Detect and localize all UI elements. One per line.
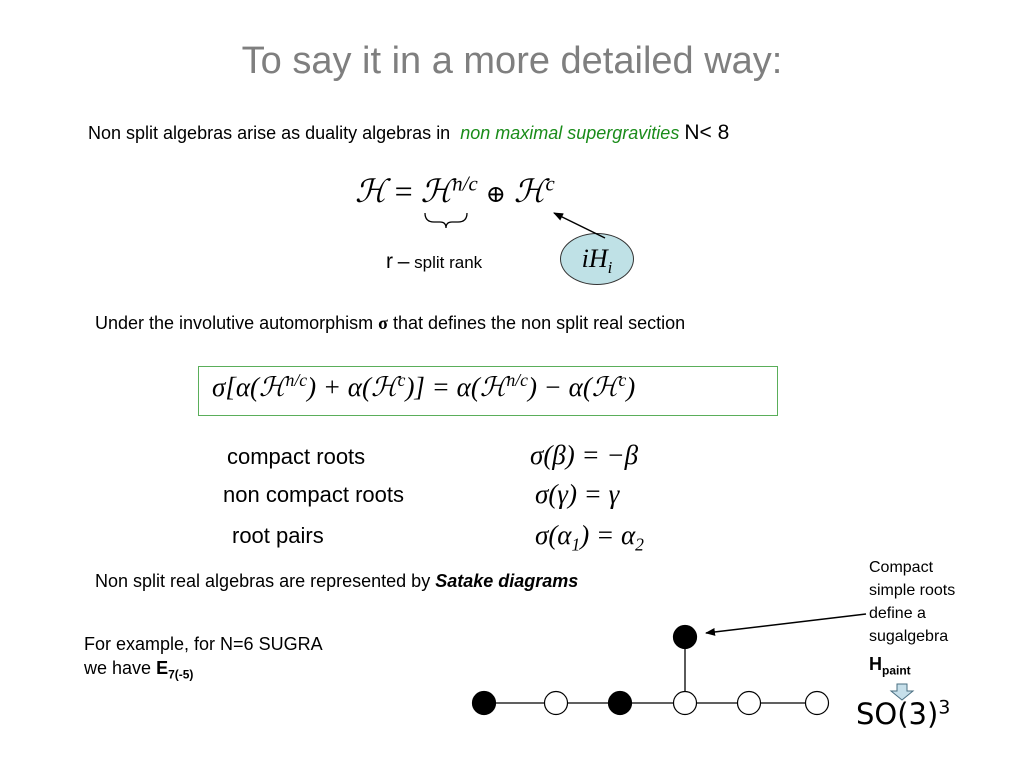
- eq1-equals: =: [394, 173, 413, 209]
- eq1-oplus: ⊕: [485, 182, 506, 208]
- root-label-noncompact: non compact roots: [223, 482, 404, 507]
- dynkin-node: [543, 690, 569, 716]
- hpaint-sub: paint: [882, 663, 911, 678]
- bubble-i: i: [581, 244, 589, 273]
- eq1-lhs: ℋ: [355, 172, 387, 210]
- satake-emphasis: Satake diagrams: [435, 571, 579, 591]
- root-eq-compact: σ(β) = −β: [530, 440, 639, 470]
- decomposition-equation: ℋ = ℋn/c ⊕ ℋc: [355, 172, 555, 210]
- so3-sup: 3: [938, 697, 951, 719]
- dynkin-node: [736, 690, 762, 716]
- underbrace: [424, 212, 468, 229]
- eq1-h-nc: ℋ: [420, 172, 453, 210]
- eq1-h-c: ℋ: [513, 172, 546, 210]
- sigma-equation: σ[α(ℋn/c) + α(ℋc)] = α(ℋn/c) − α(ℋc): [212, 370, 636, 402]
- r-symbol: r: [386, 250, 393, 273]
- example-text: For example, for N=6 SUGRA we have E7(-5…: [84, 632, 323, 687]
- note-line: Compact: [869, 559, 934, 576]
- satake-line: Non split real algebras are represented …: [95, 571, 578, 592]
- sigma-equation-box: [198, 366, 778, 416]
- eq1-sup-nc: n/c: [452, 172, 478, 196]
- note-line: simple roots: [869, 582, 956, 599]
- root-label-compact: compact roots: [227, 444, 366, 469]
- involution-line: Under the involutive automorphism σ that…: [95, 313, 685, 334]
- compact-roots-note: Compact simple roots define a sugalgebra: [869, 556, 999, 648]
- intro-emphasis: non maximal supergravities: [460, 123, 680, 143]
- algebra-sub: 7(-5): [168, 667, 194, 682]
- so3-result: SO(3)3: [856, 697, 950, 731]
- satake-diagram: [471, 624, 830, 716]
- h-paint-label: Hpaint: [869, 654, 911, 678]
- cartan-element-bubble: iHi: [560, 233, 634, 285]
- involution-suffix: that defines the non split real section: [392, 313, 686, 333]
- root-eq-noncompact: σ(γ) = γ: [535, 479, 620, 509]
- satake-text: Non split real algebras are represented …: [95, 571, 431, 591]
- slide-title: To say it in a more detailed way:: [241, 40, 783, 82]
- intro-line: Non split algebras arise as duality alge…: [88, 121, 729, 145]
- intro-text: Non split algebras arise as duality alge…: [88, 123, 451, 143]
- note-line: sugalgebra: [869, 628, 949, 645]
- bubble-H: H: [588, 244, 608, 273]
- algebra-E: E: [156, 658, 169, 678]
- hpaint-H: H: [869, 654, 882, 674]
- example-line-2: we have E7(-5): [84, 656, 323, 687]
- dynkin-node: [471, 690, 497, 716]
- split-rank-text: split rank: [414, 253, 483, 272]
- dynkin-node: [607, 690, 633, 716]
- involution-text: Under the involutive automorphism: [95, 313, 374, 333]
- note-line: define a: [869, 605, 926, 622]
- example-algebra: E7(-5): [156, 658, 193, 682]
- so3-base: SO(3): [856, 697, 939, 731]
- sigma-symbol: σ: [378, 313, 388, 333]
- dynkin-node: [672, 624, 698, 650]
- dynkin-node: [804, 690, 830, 716]
- split-rank-label: r – split rank: [386, 250, 482, 274]
- note-arrow: [705, 613, 867, 636]
- root-eq-pairs: σ(α1) = α2: [535, 520, 644, 555]
- dynkin-node: [672, 690, 698, 716]
- example-we-have: we have: [84, 658, 152, 678]
- r-dash: –: [397, 250, 410, 273]
- example-line-1: For example, for N=6 SUGRA: [84, 634, 323, 654]
- root-label-pairs: root pairs: [232, 523, 324, 548]
- bubble-sub: i: [607, 258, 613, 278]
- eq1-sup-c: c: [545, 172, 555, 196]
- intro-suffix: N< 8: [684, 121, 730, 144]
